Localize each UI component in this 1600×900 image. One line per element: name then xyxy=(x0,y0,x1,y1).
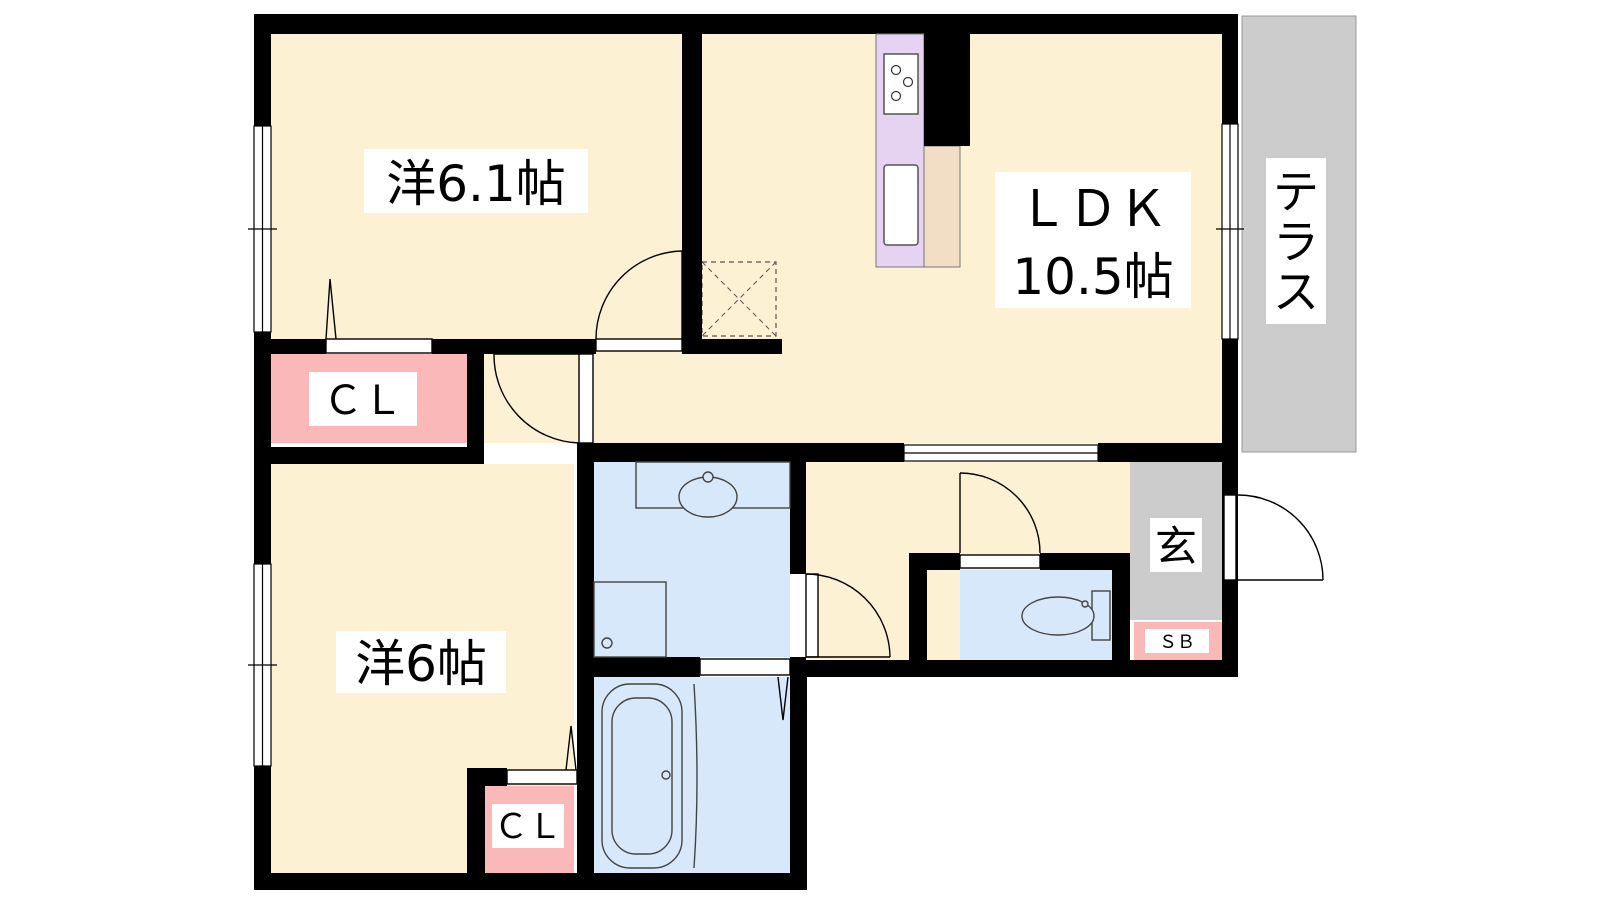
doors xyxy=(325,250,1324,785)
label-western-a: 洋6.1帖 xyxy=(386,155,566,213)
label-western-b: 洋6帖 xyxy=(355,635,487,693)
label-ldk-size: 10.5帖 xyxy=(1012,248,1173,306)
fridge-wall xyxy=(924,34,970,146)
label-ldk-name: ＬＤＫ xyxy=(1018,180,1168,238)
label-terrace-2: ラ xyxy=(1273,215,1319,269)
label-terrace-3: ス xyxy=(1273,265,1319,319)
sink xyxy=(883,164,919,246)
interior-walls xyxy=(271,34,1238,873)
label-shoe-box: ＳＢ xyxy=(1159,632,1195,653)
kitchen-side-counter xyxy=(923,145,961,268)
stove xyxy=(883,53,919,115)
label-closet-b: ＣＬ xyxy=(494,807,562,847)
label-entrance: 玄 xyxy=(1155,522,1197,571)
label-terrace-1: テ xyxy=(1273,165,1319,219)
windows xyxy=(248,123,1244,767)
fixtures xyxy=(593,461,1111,869)
label-closet-a: ＣＬ xyxy=(323,378,403,424)
storage-box xyxy=(701,261,777,337)
